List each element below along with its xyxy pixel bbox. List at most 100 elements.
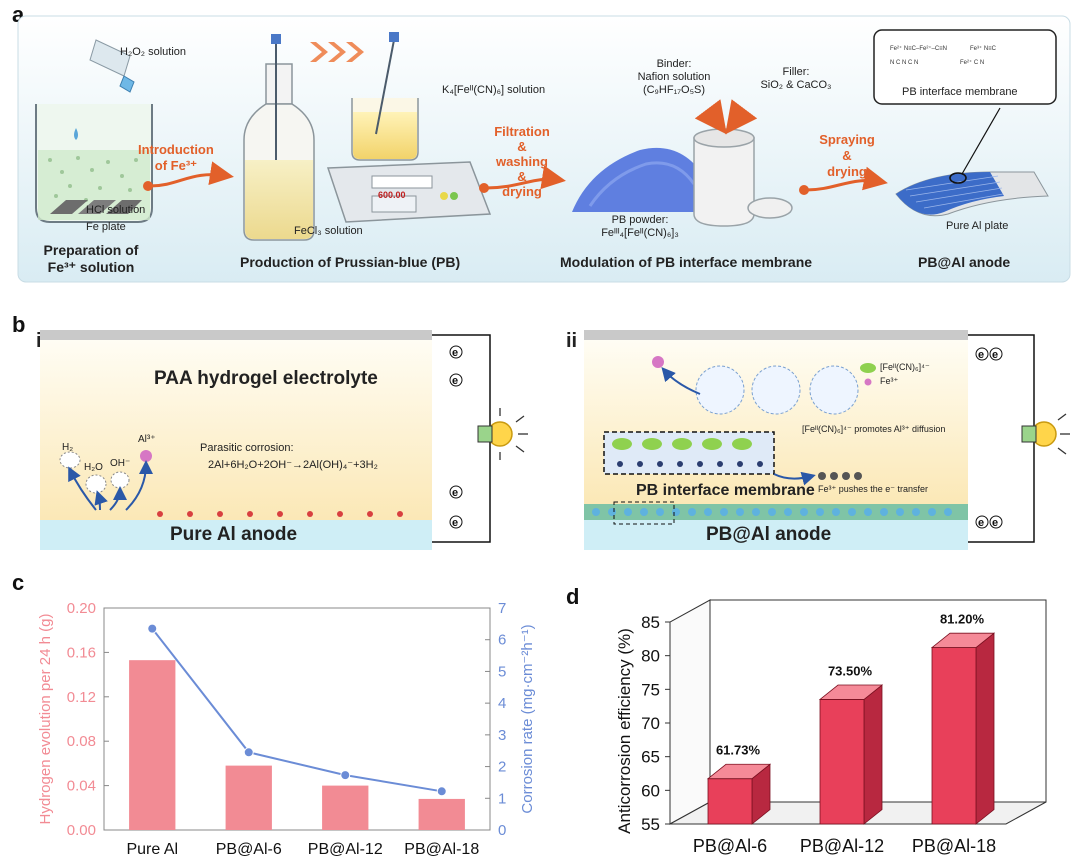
corrosion-bubbles-i [59, 450, 153, 511]
y-tick-label-c: 0.20 [67, 600, 96, 617]
svg-text:Fe²⁺ C N: Fe²⁺ C N [960, 59, 984, 66]
y-axis-label-d: Anticorrosion efficiency (%) [615, 628, 634, 834]
label-al3: Al³⁺ [138, 434, 156, 445]
membrane-label: PB interface membrane [636, 482, 815, 499]
y2-tick-label-c: 3 [498, 727, 506, 744]
step-4-title: PB@Al anode [918, 254, 1011, 270]
h2o2-bottle-icon [89, 39, 135, 93]
bar-c-pb-al-12 [322, 785, 369, 830]
pb-powder-line-2: Feᴵᴵᴵ₄[Feᴵᴵ(CN)₆]₃ [601, 227, 679, 239]
bar-d-top-pb-al-18 [930, 632, 996, 648]
y2-tick-label-c: 1 [498, 790, 506, 807]
label-promotes: [Feᴵᴵ(CN)₆]⁴⁻ promotes Al³⁺ diffusion [802, 424, 946, 434]
pure-al-anode-label: Pure Al anode [170, 524, 298, 545]
wall-left-d [669, 599, 711, 825]
value-label-d: 81.20% [940, 612, 985, 627]
corrosion-rate-point [436, 786, 447, 797]
corrosion-rate-point [340, 770, 351, 781]
legend-fe3: Fe³⁺ [880, 376, 899, 386]
y-tick-label-d: 60 [641, 781, 660, 800]
filtration-line-3: washing [495, 154, 548, 169]
panel-b-figure: e e e e [40, 330, 1070, 550]
label-pushes: Fe³⁺ pushes the e⁻ transfer [818, 484, 929, 494]
step-1-title: Preparation of Fe³⁺ solution [26, 242, 156, 276]
y-tick-label-c: 0.04 [67, 778, 96, 795]
svg-text:e: e [452, 487, 458, 499]
bar-d-side-pb-al-18 [975, 632, 995, 825]
x-tick-label-d: PB@Al-6 [693, 836, 767, 856]
svg-text:e: e [452, 375, 458, 387]
x-tick-label-c: PB@Al-18 [404, 841, 479, 858]
bar-d-top-pb-al-12 [818, 684, 884, 700]
svg-text:e: e [978, 517, 984, 529]
panel-label-b-ii: ii [566, 330, 578, 352]
balance-display: 600.00 [378, 190, 406, 200]
y2-tick-label-c: 7 [498, 600, 506, 617]
filtration-line-2: & [517, 139, 527, 154]
intro-line-1: Introduction [138, 142, 214, 157]
bar-d-side-pb-al-12 [863, 684, 883, 825]
y-tick-label-c: 0.12 [67, 689, 96, 706]
svg-text:N C N C N: N C N C N [890, 60, 918, 66]
corrosion-rate-line [151, 627, 442, 793]
y-tick-label-d: 55 [641, 815, 660, 834]
label-h2o2: H₂O₂ solution [120, 46, 187, 58]
binder-line-2: Nafion solution [637, 71, 711, 83]
svg-text:e: e [992, 349, 998, 361]
panel-label-d: d [566, 584, 580, 609]
y2-tick-label-c: 2 [498, 759, 506, 776]
surface-reactions-i [157, 511, 403, 517]
panel-label-b: b [12, 312, 26, 337]
chart-d: 5560657075808561.73%PB@Al-673.50%PB@Al-1… [615, 599, 1047, 856]
label-pure-al-plate: Pure Al plate [946, 220, 1009, 232]
chevron-arrows-icon [310, 42, 364, 62]
y2-axis-label-c: Corrosion rate (mg·cm⁻²h⁻¹) [519, 624, 536, 813]
filtration-line-4: & [517, 169, 527, 184]
bar-d-top-pb-al-6 [706, 763, 772, 780]
label-filtration: Filtration & washing & drying [486, 124, 558, 199]
bar-d-pb-al-18 [931, 647, 977, 825]
x-tick-label-c: PB@Al-6 [216, 841, 282, 858]
electrolyte-i [40, 340, 432, 520]
panel-label-c: c [12, 570, 25, 595]
value-label-d: 61.73% [716, 743, 761, 758]
pb-powder-icon [572, 147, 713, 212]
pb-powder-line-1: PB powder: [611, 214, 669, 226]
svg-text:e: e [452, 517, 458, 529]
label-fecl3: FeCl₃ solution [294, 225, 363, 237]
flow-arrow-2 [485, 165, 566, 190]
y-axis-label-c: Hydrogen evolution per 24 h (g) [37, 614, 54, 825]
y-tick-label-d: 80 [641, 647, 660, 666]
y2-tick-label-c: 5 [498, 663, 506, 680]
y-tick-label-c: 0.16 [67, 644, 96, 661]
filtration-line-5: drying [502, 184, 542, 199]
bar-c-pb-al-18 [418, 798, 465, 830]
label-h2o: H₂O [84, 462, 103, 473]
y2-tick-label-c: 4 [498, 695, 506, 712]
pb-al-anode-layer [584, 520, 968, 550]
panel-a-figure: Fe²⁺ N≡C–Fe²⁺–C≡N Fe³⁺ N≡C N C N C N Fe²… [17, 15, 1071, 283]
panel-label-b-i: i [36, 330, 42, 352]
label-spraying: Spraying & drying [812, 132, 882, 180]
label-membrane-box: PB interface membrane [902, 86, 1018, 98]
y2-tick-label-c: 0 [498, 822, 506, 839]
label-introduction: Introduction of Fe³⁺ [138, 142, 214, 174]
beaker-icon [35, 104, 153, 223]
x-tick-label-d: PB@Al-12 [800, 836, 884, 856]
step-3-title: Modulation of PB interface membrane [560, 254, 813, 270]
svg-text:e: e [452, 347, 458, 359]
label-fe-plate: Fe plate [86, 221, 126, 233]
collector-top-ii [584, 330, 968, 340]
svg-text:Fe³⁺ N≡C: Fe³⁺ N≡C [970, 45, 997, 52]
label-binder: Binder: Nafion solution (C₉HF₁₇O₅S) [628, 58, 720, 97]
pure-al-anode-layer [40, 520, 432, 550]
label-oh: OH⁻ [110, 458, 131, 469]
pb-al-anode-label: PB@Al anode [706, 524, 832, 545]
membrane-structure-box: Fe²⁺ N≡C–Fe²⁺–C≡N Fe³⁺ N≡C N C N C N Fe²… [873, 29, 1057, 105]
diffusion-circles [652, 356, 859, 415]
flow-arrow-1 [149, 161, 234, 188]
binder-line-1: Binder: [656, 58, 692, 70]
membrane-zoom-box [603, 431, 775, 475]
y-tick-label-c: 0.00 [67, 822, 96, 839]
filler-line-1: Filler: [782, 66, 810, 78]
